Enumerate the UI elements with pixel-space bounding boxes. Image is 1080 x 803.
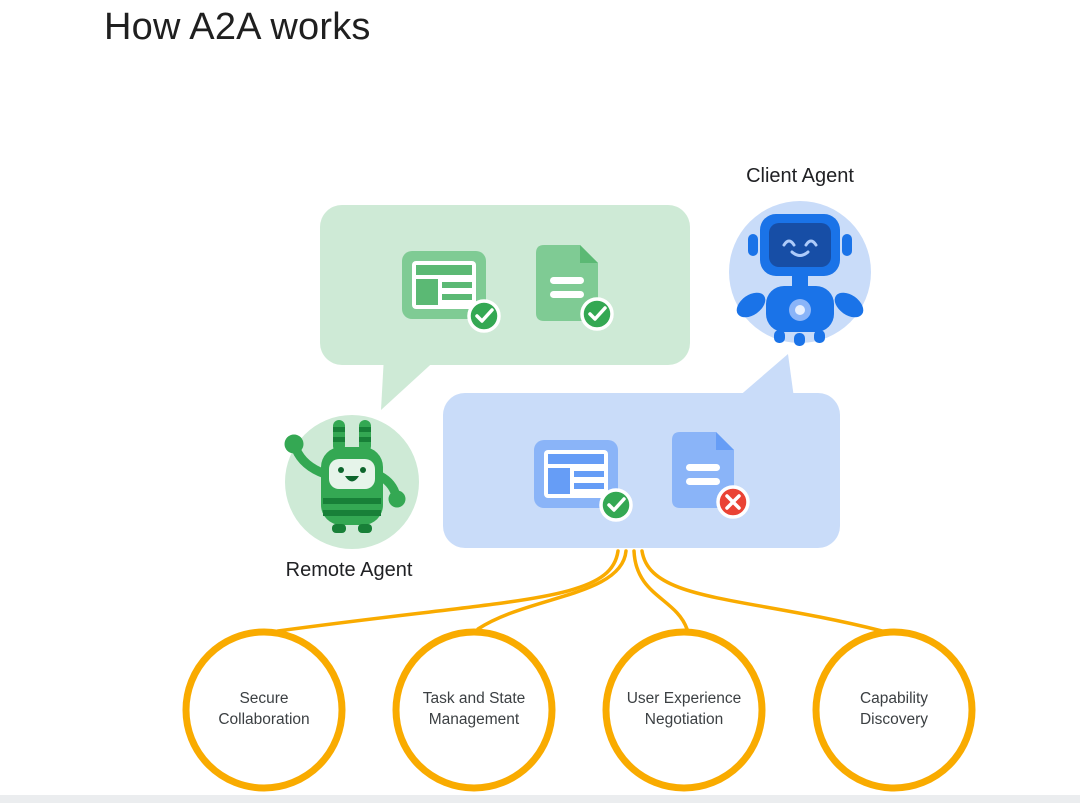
client-bubble-tail: [737, 354, 794, 398]
client-agent-speech-bubble: [443, 354, 840, 548]
capability-circle-task-state-management: [392, 628, 556, 792]
connector-capability-discovery: [640, 549, 884, 633]
check-badge-icon: [580, 297, 614, 331]
capability-label-secure-collaboration: Secure Collaboration: [179, 688, 349, 730]
document-rejected-icon: [672, 432, 750, 519]
capability-label-line: Collaboration: [218, 711, 310, 728]
capability-circle-user-experience-negotiation: [602, 628, 766, 792]
page-title: How A2A works: [104, 6, 371, 48]
capability-label-user-experience-negotiation: User Experience Negotiation: [599, 688, 769, 730]
robot-blue-icon: [736, 214, 864, 346]
remote-agent-speech-bubble: [320, 205, 690, 410]
remote-bubble-body: [320, 205, 690, 365]
capability-label-capability-discovery: Capability Discovery: [809, 688, 979, 730]
capability-label-line: Discovery: [859, 711, 929, 728]
connector-lines: [276, 549, 884, 633]
client-agent-avatar: [729, 201, 871, 346]
cross-badge-icon: [716, 485, 750, 519]
remote-bubble-tail: [381, 356, 440, 410]
spreadsheet-approved-icon: [534, 440, 633, 522]
connector-secure-collaboration: [276, 549, 620, 633]
capability-label-line: User Experience: [626, 690, 742, 707]
connector-ux-negotiation: [632, 549, 689, 631]
capability-label-line: Secure: [239, 690, 289, 707]
client-bubble-body: [443, 393, 840, 548]
capability-label-line: Capability: [859, 690, 929, 707]
check-badge-icon: [467, 299, 501, 333]
check-badge-icon: [599, 488, 633, 522]
spreadsheet-approved-icon: [402, 251, 501, 333]
document-approved-icon: [536, 245, 614, 331]
capability-label-line: Task and State: [422, 690, 526, 707]
capability-circle-capability-discovery: [812, 628, 976, 792]
robot-green-icon: [284, 420, 406, 533]
page-bottom-edge: [0, 795, 1080, 803]
capability-label-line: Management: [428, 711, 520, 728]
capability-circle-secure-collaboration: [182, 628, 346, 792]
client-agent-label: Client Agent: [746, 165, 854, 187]
capability-label-task-state-management: Task and State Management: [389, 688, 559, 730]
capability-circles: [182, 628, 976, 792]
capability-label-line: Negotiation: [644, 711, 724, 728]
remote-agent-avatar: [284, 415, 419, 549]
connector-task-state: [476, 549, 628, 631]
remote-agent-label: Remote Agent: [285, 559, 413, 581]
